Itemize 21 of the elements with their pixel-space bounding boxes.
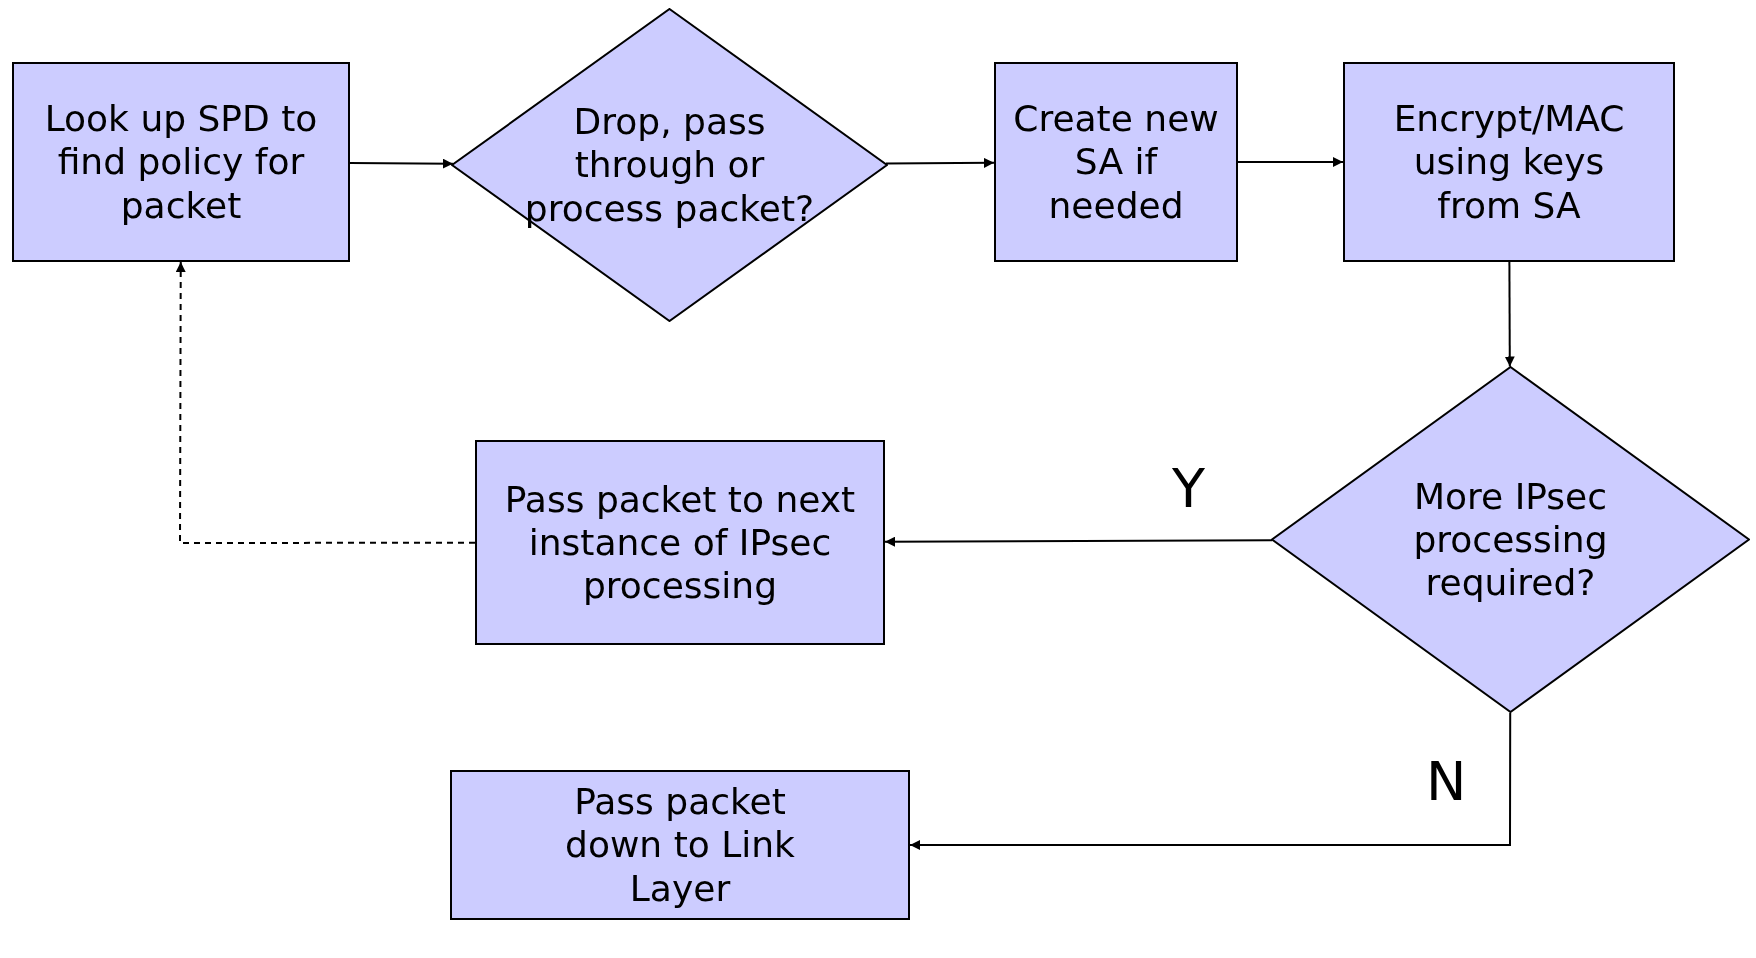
process-box xyxy=(475,440,885,645)
arrow xyxy=(175,261,476,544)
process-box xyxy=(1343,62,1675,262)
arrow xyxy=(884,536,1274,547)
arrow xyxy=(349,158,454,169)
decision-diamond xyxy=(1271,366,1750,713)
arrow xyxy=(909,711,1512,850)
node-label: Pass packet to next instance of IPsec processing xyxy=(503,477,857,608)
node-label: Look up SPD to find policy for packet xyxy=(43,97,319,227)
node-label: More IPsec processing required? xyxy=(1412,474,1609,605)
node-label: Encrypt/MAC using keys from SA xyxy=(1392,97,1626,227)
arrow xyxy=(1504,261,1515,368)
process-box xyxy=(450,770,910,920)
arrow xyxy=(885,157,995,168)
process-box xyxy=(994,62,1238,262)
node-label: Create new SA if needed xyxy=(1012,97,1220,227)
process-box xyxy=(12,62,350,262)
node-label: Drop, pass through or process packet? xyxy=(523,100,816,230)
arrow xyxy=(1237,157,1344,167)
decision-diamond xyxy=(451,8,888,322)
node-label: Pass packet down to Link Layer xyxy=(564,780,796,910)
